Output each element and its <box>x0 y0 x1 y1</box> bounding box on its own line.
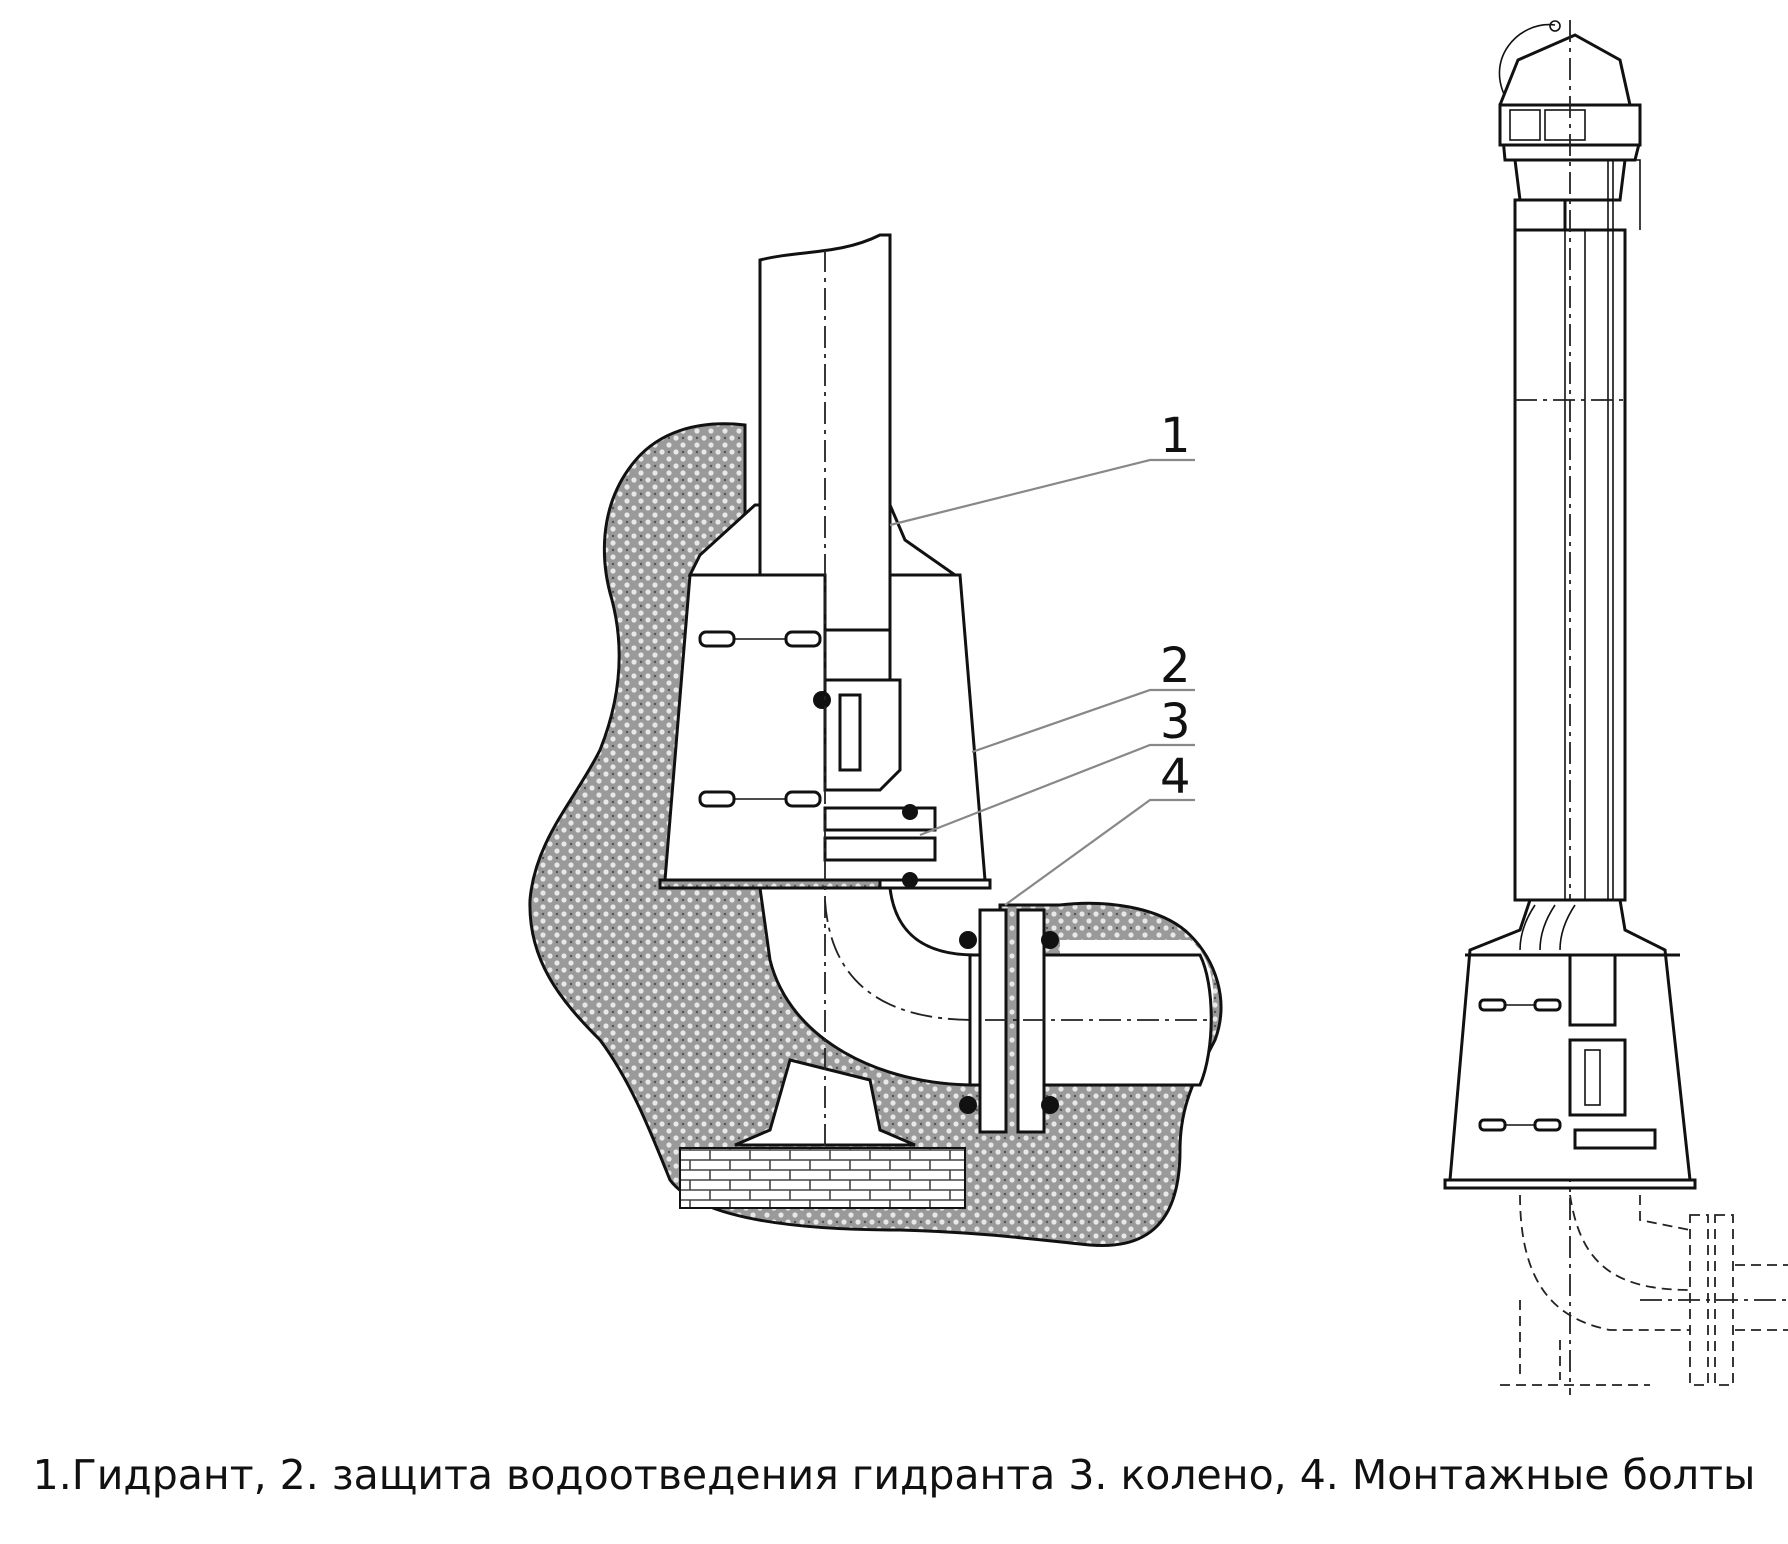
underground-elbow <box>1519 1194 1691 1331</box>
hydrant-cap-chain <box>1498 23 1556 106</box>
leader-1 <box>889 458 1195 527</box>
hydrant-full-view <box>1443 20 1788 1395</box>
leader-4 <box>1004 798 1195 906</box>
leader-2 <box>971 688 1195 754</box>
callout-1: 1 <box>1160 408 1191 464</box>
pipe-flange-left <box>978 908 1008 1134</box>
leader-3 <box>919 743 1195 837</box>
valve-body <box>823 678 902 792</box>
callout-3: 3 <box>1160 694 1191 750</box>
figure-caption: 1.Гидрант, 2. защита водоотведения гидра… <box>32 1451 1756 1499</box>
callout-2: 2 <box>1160 638 1191 694</box>
cone-base-ring <box>658 878 992 890</box>
elbow-bend <box>758 886 977 1087</box>
brick-base <box>679 1147 966 1209</box>
callout-4: 4 <box>1160 749 1191 805</box>
hydrant-section-view: 1 2 3 4 <box>528 233 1223 1248</box>
pipe-flange-right <box>1016 908 1046 1134</box>
